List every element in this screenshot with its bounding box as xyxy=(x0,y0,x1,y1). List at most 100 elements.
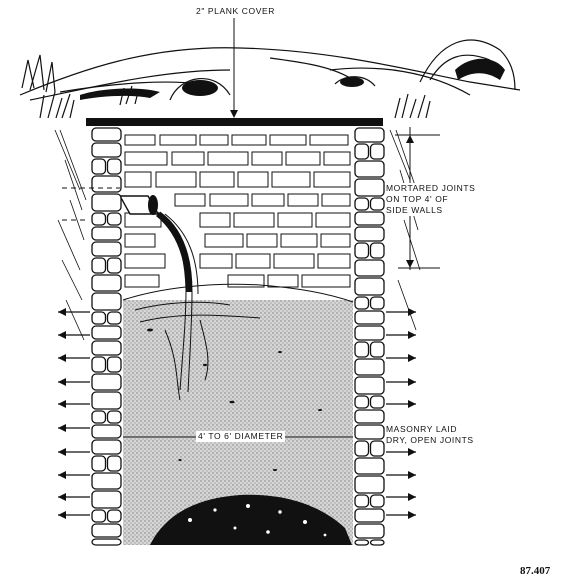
wall-stone xyxy=(369,494,385,508)
wall-stone xyxy=(91,373,122,391)
mortared-label-line-3: SIDE WALLS xyxy=(386,205,443,215)
figure-number: 87.407 xyxy=(520,566,550,577)
wall-stone xyxy=(369,395,385,409)
landscape xyxy=(19,39,521,119)
seepage-arrowhead xyxy=(58,331,66,339)
wall-stone xyxy=(354,358,385,376)
left-seepage-arrows xyxy=(58,308,90,519)
wall-stone xyxy=(354,178,385,197)
wall-stone xyxy=(354,494,370,508)
wall-stone xyxy=(354,310,385,325)
seepage-arrowhead xyxy=(58,378,66,386)
wall-stone xyxy=(106,311,122,325)
wall-stone xyxy=(354,457,385,475)
wall-stone xyxy=(354,242,370,259)
wall-stone xyxy=(91,226,122,241)
rock-shading xyxy=(80,58,505,100)
seepage-arrowhead xyxy=(408,511,416,519)
right-masonry-wall xyxy=(354,127,385,546)
wall-stone xyxy=(354,325,385,341)
cover-arrowhead xyxy=(230,110,238,118)
wall-stone xyxy=(106,455,122,472)
gravel-pile xyxy=(150,494,352,545)
wall-stone xyxy=(106,509,122,523)
seepage-arrowhead xyxy=(58,493,66,501)
plank-cover-label: 2" PLANK COVER xyxy=(196,6,275,17)
wall-stone xyxy=(354,440,370,457)
plank-cover xyxy=(86,118,383,126)
masonry-dry-label: MASONRY LAID DRY, OPEN JOINTS xyxy=(386,424,474,446)
seepage-arrowhead xyxy=(408,400,416,408)
wall-stone xyxy=(354,341,370,358)
masonry-label-line-1: MASONRY LAID xyxy=(386,424,458,434)
wall-stone xyxy=(91,241,122,257)
mortared-interior-wall xyxy=(124,134,351,288)
right-seepage-arrows xyxy=(386,308,416,519)
seepage-arrowhead xyxy=(58,511,66,519)
wall-stone xyxy=(369,539,385,546)
diameter-text: 4' TO 6' DIAMETER xyxy=(198,431,284,441)
wall-stone xyxy=(354,424,385,440)
wall-stone xyxy=(91,490,122,509)
wall-stone xyxy=(354,160,385,178)
wall-stone xyxy=(354,395,370,409)
wall-stone xyxy=(91,274,122,292)
wall-stone xyxy=(91,523,122,538)
diameter-label: 4' TO 6' DIAMETER xyxy=(196,431,286,442)
wall-stone xyxy=(354,475,385,494)
seepage-arrowhead xyxy=(58,424,66,432)
wall-stone xyxy=(91,455,107,472)
dimension-arrowhead-top xyxy=(406,135,414,143)
seepage-arrowhead xyxy=(58,354,66,362)
wall-stone xyxy=(91,356,107,373)
wall-stone xyxy=(91,439,122,455)
wall-stone xyxy=(91,127,122,142)
mortared-label-line-1: MORTARED JOINTS xyxy=(386,183,476,193)
seepage-arrowhead xyxy=(408,308,416,316)
seepage-arrowhead xyxy=(408,493,416,501)
masonry-label-line-2: DRY, OPEN JOINTS xyxy=(386,435,474,445)
wall-stone xyxy=(369,242,385,259)
wall-stone xyxy=(369,296,385,310)
wall-stone xyxy=(354,226,385,242)
wall-stone xyxy=(91,212,107,226)
wall-stone xyxy=(369,341,385,358)
wall-stone xyxy=(354,211,385,226)
seepage-arrowhead xyxy=(408,471,416,479)
inlet-pipe xyxy=(118,195,160,215)
wall-stone xyxy=(91,142,122,158)
wall-stone xyxy=(91,509,107,523)
seepage-arrowhead xyxy=(58,471,66,479)
mortared-label-line-2: ON TOP 4' OF xyxy=(386,194,449,204)
wall-stone xyxy=(369,143,385,160)
wall-stone xyxy=(91,175,122,193)
stream-shading xyxy=(147,212,322,471)
wall-stone xyxy=(91,257,107,274)
wall-stone xyxy=(106,257,122,274)
wall-stone xyxy=(354,296,370,310)
wall-stone xyxy=(354,539,370,546)
wall-stone xyxy=(91,193,122,212)
seepage-arrowhead xyxy=(58,308,66,316)
seepage-arrowhead xyxy=(58,448,66,456)
wall-stone xyxy=(91,538,122,546)
plank-cover-text: 2" PLANK COVER xyxy=(196,6,275,16)
dimension-arrowhead-bottom xyxy=(406,260,414,268)
wall-stone xyxy=(354,508,385,523)
wall-stone xyxy=(369,197,385,211)
gravel-texture xyxy=(188,504,327,537)
wall-stone xyxy=(354,127,385,143)
wall-stone xyxy=(91,472,122,490)
wall-stone xyxy=(354,259,385,277)
seepage-arrowhead xyxy=(408,331,416,339)
wall-stone xyxy=(354,143,370,160)
wall-stone xyxy=(369,440,385,457)
wall-stone xyxy=(354,523,385,539)
wall-stone xyxy=(354,409,385,424)
wall-stone xyxy=(91,391,122,410)
wall-stone xyxy=(91,311,107,325)
wall-stone xyxy=(91,158,107,175)
wall-stone xyxy=(91,292,122,311)
wall-stone xyxy=(106,410,122,424)
